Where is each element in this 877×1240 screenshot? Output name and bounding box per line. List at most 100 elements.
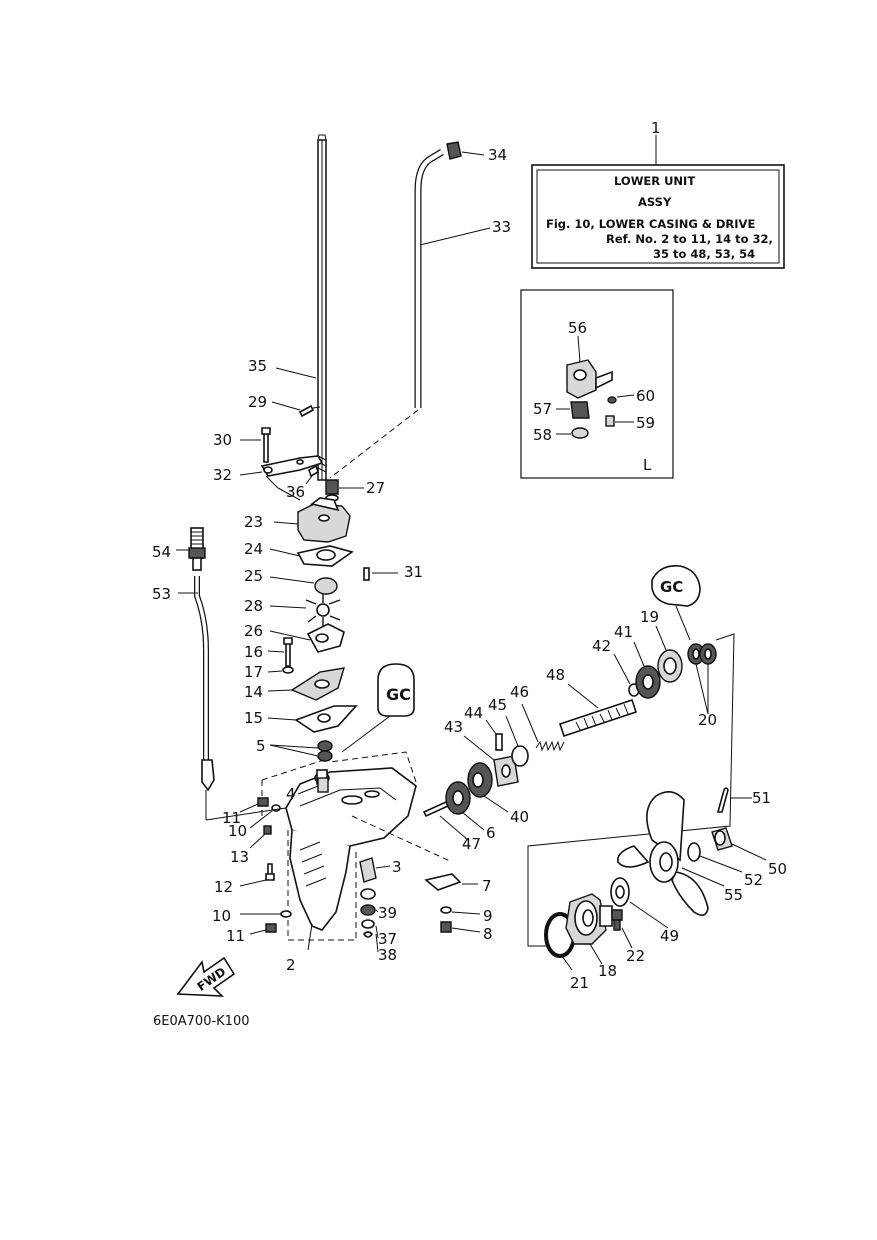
inset-label: L [643, 456, 652, 474]
part-12-bolt [265, 863, 275, 881]
part-59-bolt [605, 415, 615, 427]
callout-36: 36 [286, 483, 305, 501]
part-6-gear [445, 781, 471, 815]
callout-7: 7 [482, 877, 492, 895]
part-28-impeller [305, 594, 341, 626]
callout-22: 22 [626, 947, 645, 965]
part-17-washer [282, 666, 294, 674]
part-32-plate [260, 455, 324, 477]
gc-label-1: GC [386, 685, 411, 704]
part-40-gear [467, 762, 493, 798]
part-4-sleeve [317, 777, 329, 793]
callout-54: 54 [152, 543, 171, 561]
part-48-propeller-shaft [558, 698, 638, 738]
part-3-bushing [359, 857, 377, 883]
callout-52: 52 [744, 871, 763, 889]
part-11-plug-lower [265, 923, 277, 933]
part-53-shift-rod [194, 576, 287, 821]
part-11-plug-upper [257, 797, 269, 807]
callout-18: 18 [598, 962, 617, 980]
callout-35: 35 [248, 357, 267, 375]
callout-57: 57 [533, 400, 552, 418]
callout-56: 56 [568, 319, 587, 337]
callout-37: 37 [378, 930, 397, 948]
title-line-4: Ref. No. 2 to 11, 14 to 32, [606, 232, 773, 246]
callout-51: 51 [752, 789, 771, 807]
part-43-clutch [493, 755, 519, 787]
callout-1: 1 [651, 119, 661, 137]
callout-8: 8 [483, 925, 493, 943]
part-13-anode [263, 825, 272, 835]
grease-callout-icon: GC [341, 663, 415, 753]
callout-32: 32 [213, 466, 232, 484]
part-37-washer [361, 919, 375, 929]
part-51-cotter-pin [716, 787, 729, 813]
callout-6: 6 [486, 824, 496, 842]
part-25-insert [314, 577, 338, 595]
callout-31: 31 [404, 563, 423, 581]
part-54-connector [188, 527, 206, 571]
grease-callout-icon-2: GC [651, 564, 701, 641]
callout-5: 5 [256, 737, 266, 755]
part-52-washer [687, 842, 701, 862]
part-50-prop-nut [711, 827, 733, 851]
callout-53: 53 [152, 585, 171, 603]
part-16-bolt [283, 637, 293, 667]
callout-24: 24 [244, 540, 263, 558]
fwd-arrow-icon: FWD [176, 956, 236, 997]
callout-28: 28 [244, 597, 263, 615]
title-line-3: Fig. 10, LOWER CASING & DRIVE [546, 217, 755, 231]
callout-26: 26 [244, 622, 263, 640]
inset-box: L 56 60 57 59 58 [520, 289, 674, 479]
callout-11-upper: 11 [222, 809, 241, 827]
part-55-propeller [617, 791, 709, 916]
callout-4: 4 [286, 785, 296, 803]
callout-58: 58 [533, 426, 552, 444]
callout-41: 41 [614, 623, 633, 641]
part-47-pin [422, 800, 450, 818]
callout-9: 9 [483, 907, 493, 925]
callout-17: 17 [244, 663, 263, 681]
part-58-washer [571, 427, 589, 439]
part-8-bolt [440, 921, 452, 933]
part-30-bolt [261, 427, 271, 463]
callout-14: 14 [244, 683, 263, 701]
callout-20: 20 [698, 711, 717, 729]
part-35-drive-shaft [317, 134, 327, 481]
part-38-clip [362, 931, 374, 938]
part-60-washer [607, 396, 617, 404]
part-10-gasket-lower [280, 910, 292, 918]
part-29-pin [298, 404, 315, 418]
callout-2: 2 [286, 956, 296, 974]
callout-48: 48 [546, 666, 565, 684]
part-7-plate [424, 873, 462, 891]
callout-40: 40 [510, 808, 529, 826]
callout-16: 16 [244, 643, 263, 661]
part-36-pin [308, 464, 319, 478]
callout-10-upper: 10 [228, 822, 247, 840]
callout-23: 23 [244, 513, 263, 531]
callout-39: 39 [378, 904, 397, 922]
title-line-5: 35 to 48, 53, 54 [653, 247, 755, 261]
callout-12: 12 [214, 878, 233, 896]
part-41-gear [635, 665, 661, 699]
callout-47: 47 [462, 835, 481, 853]
part-33-shift-rod [329, 148, 444, 479]
callout-60: 60 [636, 387, 655, 405]
part-27-seal [325, 479, 339, 495]
part-39-bearing [360, 904, 376, 916]
callout-3: 3 [392, 858, 402, 876]
title-box: 1 LOWER UNIT ASSY Fig. 10, LOWER CASING … [531, 119, 785, 269]
drawing-code: 6E0A700-K100 [153, 1014, 250, 1029]
callout-34: 34 [488, 146, 507, 164]
callout-30: 30 [213, 431, 232, 449]
callout-43: 43 [444, 718, 463, 736]
part-57-nut [570, 401, 590, 419]
gc-label-2: GC [660, 578, 683, 596]
callout-29: 29 [248, 393, 267, 411]
callout-46: 46 [510, 683, 529, 701]
callout-49: 49 [660, 927, 679, 945]
part-22-bolt [611, 909, 623, 931]
callout-21: 21 [570, 974, 589, 992]
